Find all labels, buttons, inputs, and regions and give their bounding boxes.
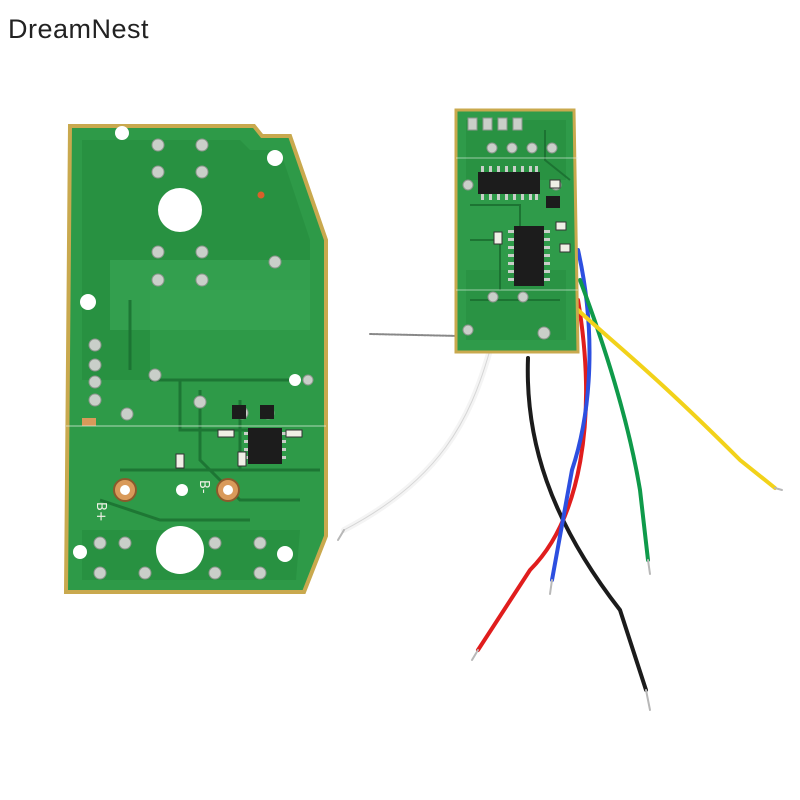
receiver-wires [337,248,783,711]
wire-blue [550,248,592,582]
antenna-wire-white [341,347,493,533]
wire-black [525,356,648,692]
brand-watermark: DreamNest [8,14,150,44]
wire-green [578,278,650,562]
transmitter-pcb-board: B+ B- [63,124,328,594]
label-b-minus: B- [196,480,211,494]
receiver-pcb-board [454,108,580,354]
label-b-plus: B+ [93,502,108,522]
wire-yellow [576,308,777,490]
wire-red [476,298,588,652]
